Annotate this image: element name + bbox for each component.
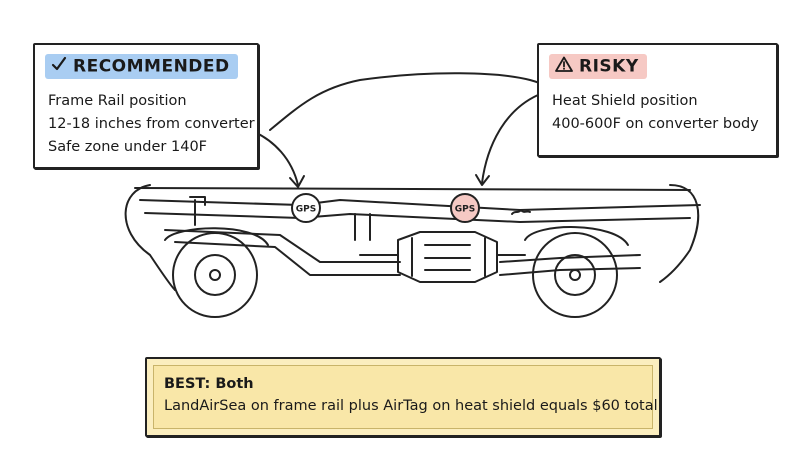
recommended-badge: RECOMMENDED [45,54,238,79]
best-callout: BEST: Both LandAirSea on frame rail plus… [145,357,661,437]
risky-callout: RISKY Heat Shield position 400-600F on c… [537,43,778,157]
recommended-details: Frame Rail position 12-18 inches from co… [48,90,257,159]
gps-marker-heat-shield: GPS [450,193,480,223]
truck-body-outline [124,184,176,291]
best-title: BEST: Both [164,376,254,392]
risky-arrow [481,94,539,184]
risky-badge: RISKY [549,54,647,79]
recommended-line-2: 12-18 inches from converter [48,116,255,132]
recommended-callout: RECOMMENDED Frame Rail position 12-18 in… [33,43,259,169]
warning-icon [555,56,573,77]
recommended-badge-label: RECOMMENDED [73,56,230,77]
best-text: LandAirSea on frame rail plus AirTag on … [164,398,658,414]
catalytic-converter [359,231,526,283]
gps-label-frame-rail: GPS [296,205,316,215]
checkmark-icon [51,56,67,77]
recommended-line-3: Safe zone under 140F [48,139,208,155]
best-callout-inner: BEST: Both LandAirSea on frame rail plus… [153,365,658,429]
risky-line-1: Heat Shield position [552,93,698,109]
front-wheel [172,232,258,318]
risky-badge-label: RISKY [579,56,639,77]
gps-marker-frame-rail: GPS [291,193,321,223]
risky-details: Heat Shield position 400-600F on convert… [552,90,776,136]
gps-label-heat-shield: GPS [455,205,475,215]
frame-rail [134,187,691,191]
risky-line-2: 400-600F on converter body [552,116,759,132]
recommended-line-1: Frame Rail position [48,93,187,109]
rear-wheel [532,232,618,318]
